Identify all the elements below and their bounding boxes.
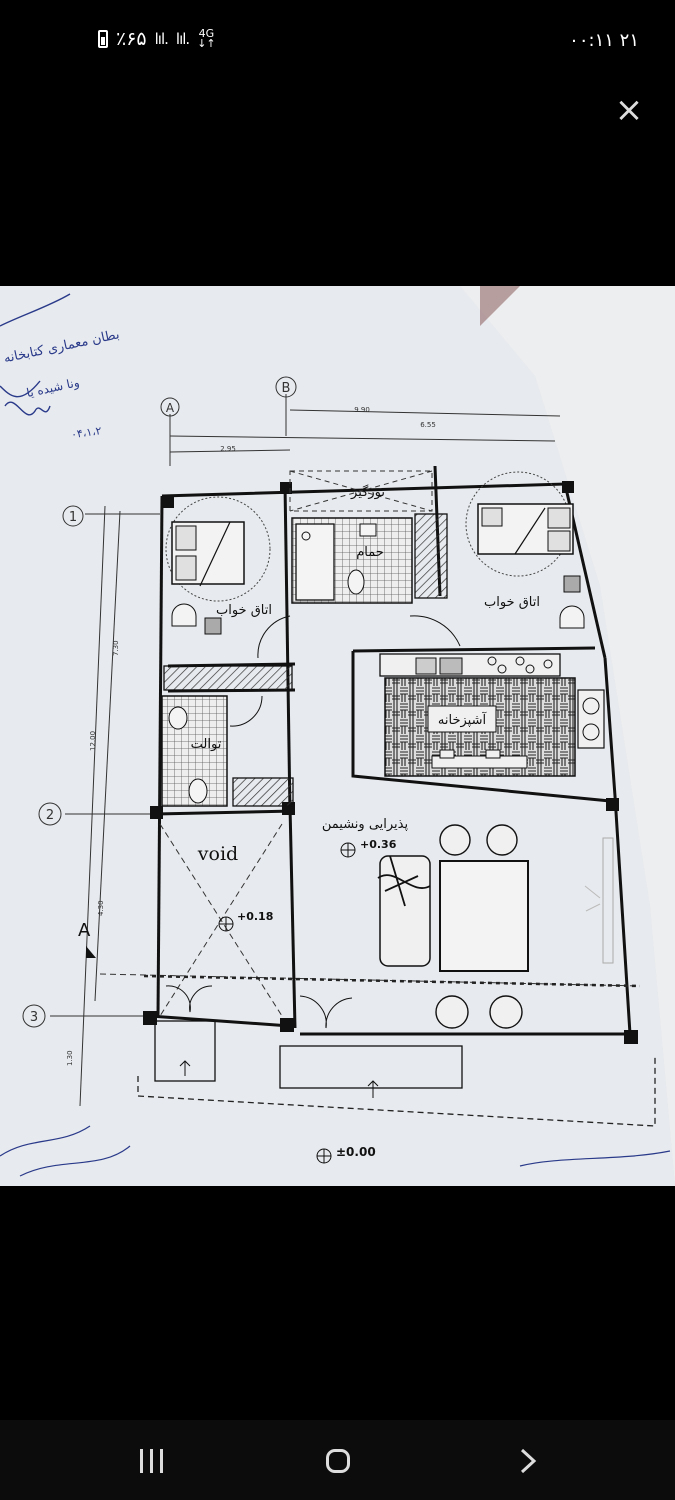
sink-icon-2 bbox=[168, 706, 188, 730]
pillow-icon-4 bbox=[547, 530, 571, 552]
side-counter bbox=[577, 689, 605, 749]
stove-icon bbox=[439, 657, 463, 675]
navigation-bar bbox=[0, 1420, 675, 1500]
nightstand-icon-2 bbox=[563, 575, 581, 593]
grid-bubble-b bbox=[275, 376, 297, 398]
tv-unit bbox=[602, 837, 614, 964]
bedroom-left-label: اتاق خواب bbox=[216, 603, 272, 618]
shower-head-icon bbox=[301, 531, 311, 541]
void-level: +0.18 bbox=[237, 910, 273, 923]
door-swing-2 bbox=[229, 695, 263, 727]
bedroom-right-label: اتاق خواب bbox=[484, 595, 540, 610]
kitchen-counter bbox=[379, 653, 561, 677]
left-dimensions bbox=[50, 505, 160, 1107]
entry-arrow-icon-2 bbox=[367, 1080, 379, 1098]
burners-icon bbox=[487, 656, 553, 674]
status-bar: ٪۶۵ lıl. lıl. 4G↓↑ ۲۱ ۰۰:۱۱ bbox=[0, 0, 675, 80]
pillow-icon bbox=[175, 525, 197, 551]
signal-icon: lıl. bbox=[154, 30, 169, 48]
battery-icon bbox=[98, 30, 108, 48]
ground-level: ±0.00 bbox=[336, 1145, 376, 1159]
grid-label-1: 1 bbox=[69, 510, 77, 525]
living-label: پذیرایی ونشیمن bbox=[322, 817, 409, 832]
squat-toilet-icon bbox=[188, 778, 208, 804]
sink-icon-3 bbox=[582, 697, 600, 715]
close-icon[interactable]: × bbox=[614, 90, 644, 130]
pillow-icon-3 bbox=[547, 507, 571, 529]
light-well bbox=[289, 470, 433, 512]
grid-bubble-2 bbox=[38, 802, 62, 826]
recent-apps-button[interactable] bbox=[121, 1438, 181, 1484]
nightstand-icon bbox=[204, 617, 222, 635]
signal-icon-2: lıl. bbox=[175, 30, 190, 48]
status-left: ٪۶۵ lıl. lıl. 4G↓↑ bbox=[98, 28, 216, 50]
entry-arrow-icon bbox=[179, 1060, 191, 1076]
pillow-icon-5 bbox=[481, 507, 503, 527]
section-arrow-icon bbox=[86, 946, 96, 958]
home-button[interactable] bbox=[308, 1438, 368, 1484]
grid-label-b: B bbox=[282, 381, 291, 396]
site-boundary bbox=[137, 1056, 656, 1127]
back-icon bbox=[520, 1448, 537, 1474]
top-dimensions bbox=[169, 394, 561, 466]
hand-note-3: ۰۴،۱،۲ bbox=[70, 424, 102, 441]
dim-total-height: 12.00 bbox=[89, 731, 97, 751]
bathroom-label: حمام bbox=[356, 545, 384, 560]
recent-apps-icon bbox=[139, 1449, 163, 1473]
bed-circle bbox=[165, 496, 271, 602]
clock: ۲۱ ۰۰:۱۱ bbox=[569, 30, 639, 51]
coffee-table bbox=[439, 860, 529, 972]
dim-right-width: 6.55 bbox=[420, 421, 436, 429]
kitchen-island bbox=[427, 705, 497, 733]
grid-bubble-3 bbox=[22, 1004, 46, 1028]
light-well-label: نورگیر bbox=[350, 484, 385, 500]
setback-line bbox=[143, 974, 641, 988]
battery-percent: ٪۶۵ bbox=[116, 28, 147, 50]
entry-steps-2 bbox=[279, 1045, 463, 1089]
floor-plan-photo: بطان معماری کتابخانه ونا شیده یا ۰۴،۱،۲ … bbox=[0, 286, 675, 1186]
columns bbox=[143, 481, 638, 1044]
grid-label-3: 3 bbox=[30, 1010, 38, 1025]
dim-upper-height: 7.30 bbox=[112, 640, 120, 656]
pillow-icon-2 bbox=[175, 555, 197, 581]
grid-bubble-a bbox=[160, 397, 180, 417]
network-type: 4G↓↑ bbox=[197, 27, 216, 50]
kitchen-label: آشپزخانه bbox=[438, 711, 488, 728]
chairs bbox=[435, 824, 523, 1029]
sofa bbox=[379, 855, 431, 967]
sink-icon bbox=[359, 523, 377, 537]
armchair-icon bbox=[171, 603, 197, 627]
home-icon bbox=[326, 1449, 350, 1473]
grid-label-2: 2 bbox=[46, 808, 54, 823]
dim-lower-height: 4.30 bbox=[97, 900, 105, 916]
back-button[interactable] bbox=[498, 1438, 558, 1484]
wc-icon bbox=[347, 569, 365, 595]
handwritten-note bbox=[0, 293, 71, 416]
dim-bottom-extra: 1.30 bbox=[66, 1050, 74, 1066]
entry-steps bbox=[154, 1020, 216, 1082]
grid-bubble-1 bbox=[62, 505, 84, 527]
entry-door-2 bbox=[299, 995, 353, 1029]
entry-door bbox=[165, 985, 213, 1013]
hatched-wall bbox=[414, 513, 448, 599]
grid-label-a: A bbox=[166, 401, 175, 415]
toilet-label: توالت bbox=[191, 737, 222, 752]
armchair-icon-2 bbox=[559, 605, 585, 629]
living-level: +0.36 bbox=[360, 838, 397, 851]
void-label: void bbox=[197, 843, 238, 865]
fridge-icon bbox=[415, 657, 437, 675]
dim-left-width: 2.95 bbox=[220, 445, 236, 453]
section-mark: A bbox=[78, 920, 91, 941]
dim-overall-width: 9.90 bbox=[354, 406, 370, 414]
door-swing bbox=[257, 615, 291, 659]
sink-icon-4 bbox=[582, 723, 600, 741]
